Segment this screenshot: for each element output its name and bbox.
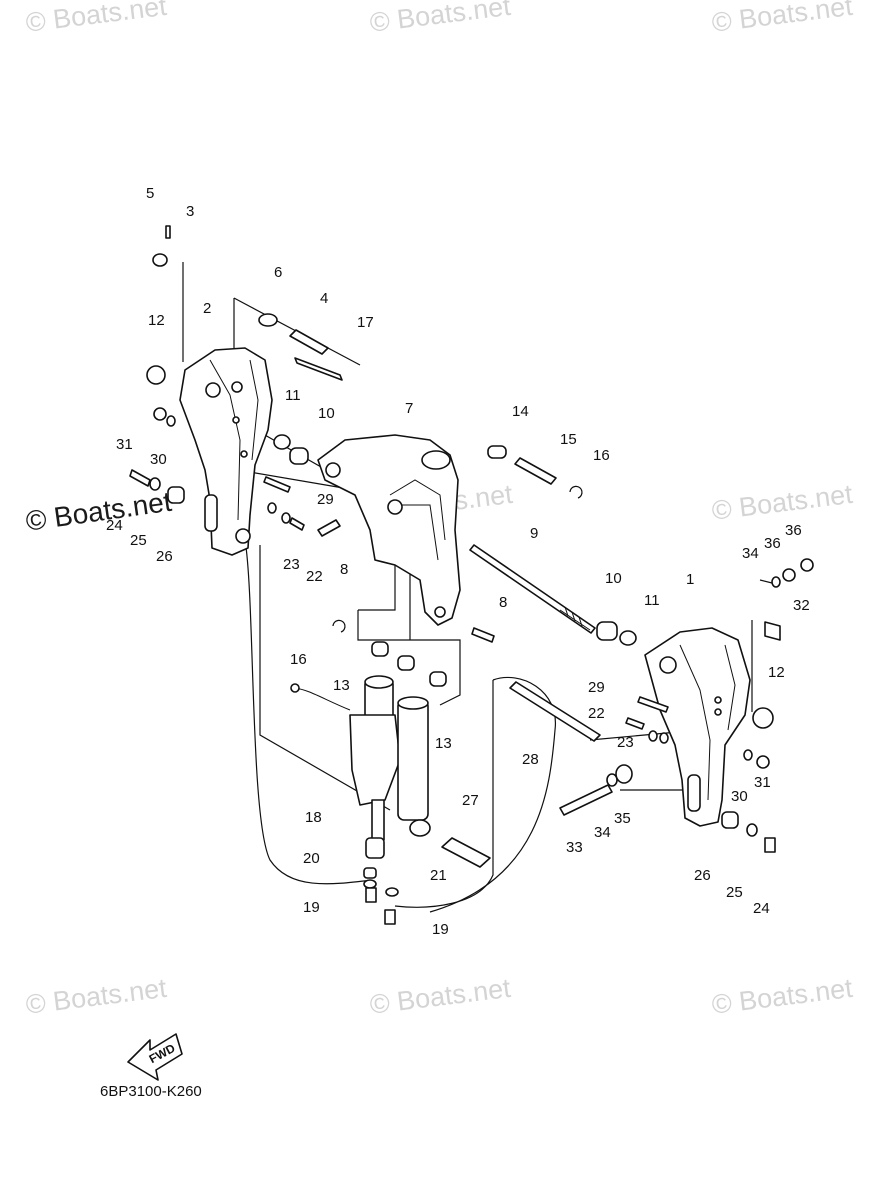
callout: 26 (694, 867, 711, 884)
callout: 5 (146, 185, 154, 202)
callout: 31 (754, 774, 771, 791)
callout: 4 (320, 290, 328, 307)
callout: 9 (530, 525, 538, 542)
callout: 26 (156, 548, 173, 565)
callout: 15 (560, 431, 577, 448)
callout: 12 (148, 312, 165, 329)
callout: 16 (593, 447, 610, 464)
small-parts (129, 225, 814, 925)
callout: 14 (512, 403, 529, 420)
callout: 11 (644, 592, 660, 609)
tilt-shaft (469, 544, 596, 634)
fwd-arrow-icon: FWD (127, 1033, 183, 1081)
swivel-bracket (317, 434, 461, 626)
callout: 25 (726, 884, 743, 901)
left-clamp-bracket (179, 347, 273, 556)
callout: 22 (588, 705, 605, 722)
callout-labels: 5 3 6 4 17 12 2 11 10 7 14 15 16 31 30 2… (106, 185, 810, 938)
callout: 19 (303, 899, 320, 916)
callout: 36 (764, 535, 781, 552)
callout: 11 (285, 387, 301, 404)
callout: 10 (605, 570, 622, 587)
callout: 10 (318, 405, 335, 422)
callout: 12 (768, 664, 785, 681)
callout: 2 (203, 300, 211, 317)
callout: 8 (499, 594, 507, 611)
callout: 3 (186, 203, 194, 220)
callout: 6 (274, 264, 282, 281)
right-clamp-bracket (644, 627, 751, 827)
callout: 34 (742, 545, 759, 562)
callout: 13 (333, 677, 350, 694)
callout: 8 (340, 561, 348, 578)
callout: 33 (566, 839, 583, 856)
callout: 22 (306, 568, 323, 585)
callout: 1 (686, 571, 694, 588)
callout: 32 (793, 597, 810, 614)
callout: 34 (594, 824, 611, 841)
callout: 29 (317, 491, 334, 508)
callout: 21 (430, 867, 447, 884)
callout: 23 (617, 734, 634, 751)
callout: 13 (435, 735, 452, 752)
callout: 31 (116, 436, 133, 453)
callout: 7 (405, 400, 413, 417)
callout: 19 (432, 921, 449, 938)
callout: 16 (290, 651, 307, 668)
callout: 27 (462, 792, 479, 809)
tilt-cylinder (290, 675, 431, 859)
callout: 29 (588, 679, 605, 696)
callout: 17 (357, 314, 374, 331)
callout: 35 (614, 810, 631, 827)
callout: 36 (785, 522, 802, 539)
callout: 30 (731, 788, 748, 805)
callout: 25 (130, 532, 147, 549)
callout: 20 (303, 850, 320, 867)
callout: 18 (305, 809, 322, 826)
diagram-code: 6BP3100-K260 (100, 1083, 202, 1100)
callout: 24 (106, 517, 123, 534)
callout: 23 (283, 556, 300, 573)
callout: 28 (522, 751, 539, 768)
callout: 24 (753, 900, 770, 917)
callout: 30 (150, 451, 167, 468)
